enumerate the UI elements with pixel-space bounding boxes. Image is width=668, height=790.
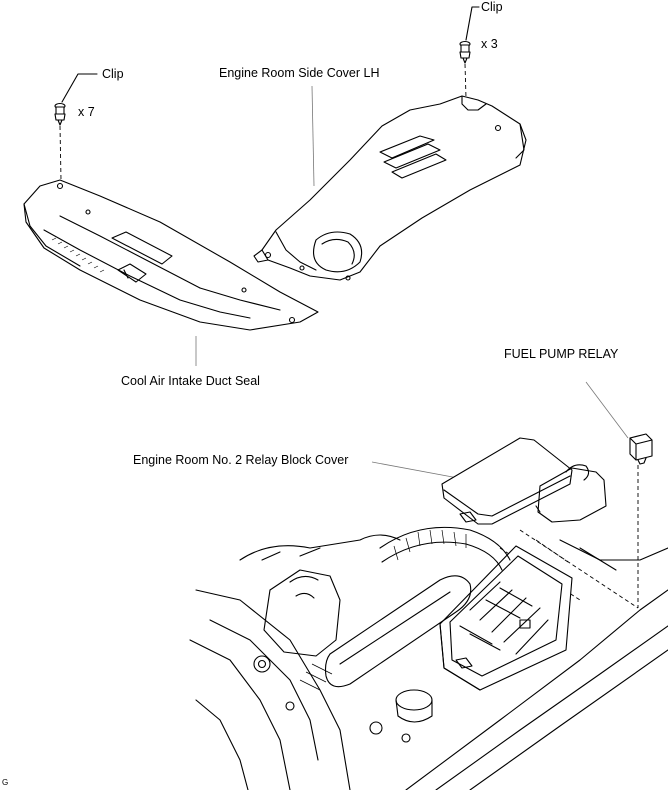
label-side-cover: Engine Room Side Cover LH: [219, 66, 380, 80]
label-intake-seal: Cool Air Intake Duct Seal: [121, 374, 260, 388]
relay-block-cover-part: [371, 437, 573, 525]
intake-seal-part: [23, 179, 319, 366]
label-fuel-pump-relay: FUEL PUMP RELAY: [504, 347, 619, 361]
label-qty-7: x 7: [78, 105, 95, 119]
label-relay-block-cover: Engine Room No. 2 Relay Block Cover: [133, 453, 349, 467]
side-cover-part: [253, 85, 527, 281]
engine-bay-scene: [189, 464, 668, 790]
label-clip-left: Clip: [102, 67, 124, 81]
fuel-pump-relay-part: [585, 381, 653, 608]
label-clip-top: Clip: [481, 0, 503, 14]
clip-top-part: [459, 6, 480, 99]
clip-left-part: [54, 73, 98, 181]
label-qty-3: x 3: [481, 37, 498, 51]
corner-mark: G: [2, 778, 9, 787]
